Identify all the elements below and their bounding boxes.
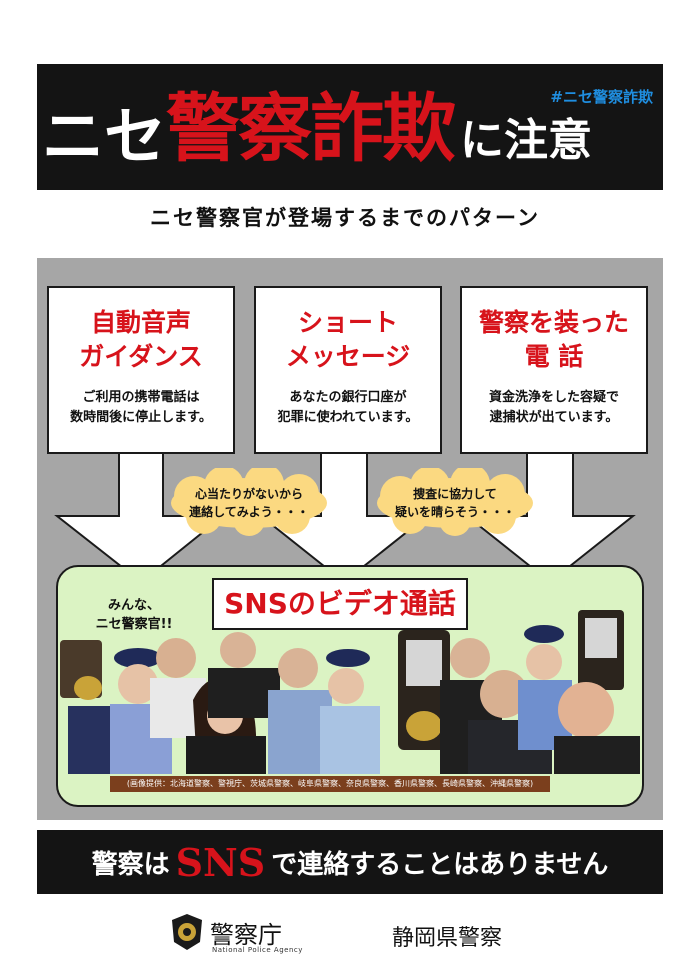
center-badge-id <box>406 640 442 686</box>
card-body-line2: 犯罪に使われています。 <box>277 410 419 425</box>
thought-bubble-2 <box>377 468 533 536</box>
center-gold-badge <box>406 711 442 741</box>
glasses-officer-face <box>278 648 318 688</box>
bubble-2-line1: 捜査に協力して <box>413 487 497 501</box>
minna-line2: ニセ警察官!! <box>95 617 173 632</box>
minna-caption: みんな、 ニセ警察官!! <box>74 596 194 634</box>
card-head-line2: メッセージ <box>285 342 411 371</box>
card-head-line1: 警察を装った <box>478 308 629 337</box>
far-badge-id <box>585 618 617 658</box>
sns-video-call-label: SNSのビデオ通話 <box>212 578 468 630</box>
fake-officers-photo <box>60 610 640 774</box>
far-officer-face <box>526 644 562 680</box>
npa-name: 警察庁 <box>210 921 282 949</box>
man-face <box>220 632 256 668</box>
bubble-1-line2: 連絡してみよう・・・ <box>189 505 309 519</box>
minna-line1: みんな、 <box>107 598 160 613</box>
bubble-1-text: 心当たりがないから 連絡してみよう・・・ <box>170 485 328 521</box>
female-officer-cap <box>326 649 370 667</box>
female-officer-uniform <box>320 706 380 774</box>
bald-man-face <box>558 682 614 738</box>
card-head-line1: ショート <box>297 308 398 337</box>
title-part-keisatsu-sagi: 警察詐欺 <box>166 86 456 172</box>
arrow-left <box>54 452 226 584</box>
card-body-line2: 数時間後に停止します。 <box>70 410 212 425</box>
person-face <box>156 638 196 678</box>
bottom-sns: SNS <box>175 839 266 885</box>
npa-emblem-icon <box>172 914 202 950</box>
card-head-line2: 電 話 <box>524 342 584 371</box>
page-title: ニセ 警察詐欺 に注意 <box>37 76 597 176</box>
bald-man-suit <box>554 736 640 774</box>
right-man-face <box>450 638 490 678</box>
bubble-1-line1: 心当たりがないから <box>194 487 303 501</box>
card-body-line1: 資金洗浄をした容疑で <box>488 390 619 405</box>
bubble-2-line2: 疑いを晴らそう・・・ <box>394 505 515 519</box>
hashtag: #ニセ警察詐欺 <box>550 88 653 106</box>
card-short-message: ショート メッセージ あなたの銀行口座が 犯罪に使われています。 <box>254 286 442 454</box>
far-officer-cap <box>524 625 564 643</box>
card-body-line2: 逮捕状が出ています。 <box>489 410 619 425</box>
card-head-line2: ガイダンス <box>79 342 203 371</box>
card-head-line1: 自動音声 <box>90 308 191 337</box>
title-part-chui: に注意 <box>460 115 592 166</box>
gold-badge <box>74 676 102 700</box>
card-body-line1: ご利用の携帯電話は <box>82 390 200 405</box>
image-credit: (画像提供：北海道警察、警視庁、茨城県警察、岐阜県警察、奈良県警察、香川県警察、… <box>110 776 550 792</box>
female-officer-face <box>328 668 364 704</box>
bubble-2-text: 捜査に協力して 疑いを晴らそう・・・ <box>376 485 534 521</box>
shizuoka-police: 静岡県警察 <box>392 926 503 951</box>
card-auto-voice: 自動音声 ガイダンス ご利用の携帯電話は 数時間後に停止します。 <box>47 286 235 454</box>
bottom-banner: 警察は SNS で連絡することはありません <box>37 830 663 894</box>
title-part-nise: ニセ <box>41 100 166 173</box>
thought-bubble-1 <box>171 468 327 536</box>
woman-body <box>186 736 266 774</box>
officer-face <box>118 664 158 704</box>
npa-subtitle: National Police Agency <box>212 946 303 954</box>
card-body-line1: あなたの銀行口座が <box>289 390 407 405</box>
card-fake-police-call: 警察を装った 電 話 資金洗浄をした容疑で 逮捕状が出ています。 <box>460 286 648 454</box>
bottom-part1: 警察は <box>91 849 170 880</box>
subtitle: ニセ警察官が登場するまでのパターン <box>150 206 540 230</box>
bottom-part2: で連絡することはありません <box>271 849 609 880</box>
title-banner: ニセ 警察詐欺 に注意 #ニセ警察詐欺 <box>37 64 663 190</box>
right-man2-face <box>480 670 528 718</box>
officer-cap <box>114 648 162 668</box>
